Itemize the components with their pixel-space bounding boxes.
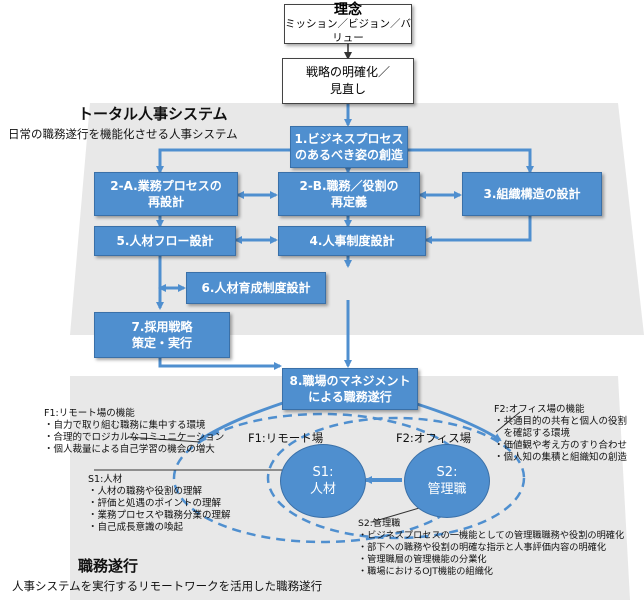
- box-3-line-1: 3.組織構造の設計: [483, 187, 581, 201]
- s2-note-line-3: ・部下への職務や役割の明確な指示と人事評価内容の明確化: [358, 542, 607, 553]
- hr-system-title: トータル人事システム: [78, 105, 228, 123]
- box-2b-role-redefinition: 2-B.職務／役割の 再定義: [278, 172, 420, 216]
- s1-note-line-5: ・自己成長意識の喚起: [88, 522, 184, 533]
- philosophy-sub: ミッション／ビジョン／バリュー: [285, 18, 411, 44]
- f2-note-line-2: ・共通目的の共有と個人の役割: [494, 416, 628, 427]
- box-2b-line-2: 再定義: [330, 195, 367, 209]
- s1-note-line-4: ・業務プロセスや職務分業の理解: [88, 510, 231, 521]
- box-5-talent-flow: 5.人材フロー設計: [94, 226, 236, 256]
- box-6-training-design: 6.人材育成制度設計: [186, 272, 326, 304]
- strategy-line-1: 戦略の明確化／: [305, 65, 390, 79]
- f1-label: F1:リモート場: [248, 431, 324, 445]
- box-1-line-1: 1.ビジネスプロセス: [294, 132, 404, 146]
- box-7-line-2: 策定・実行: [131, 336, 192, 350]
- hr-system-subtitle: 日常の職務遂行を機能化させる人事システム: [8, 127, 238, 141]
- f1-note-line-4: ・個人裁量による自己学習の機会の増大: [44, 444, 215, 455]
- box-2b-line-1: 2-B.職務／役割の: [299, 179, 399, 193]
- box-2a-line-1: 2-A.業務プロセスの: [110, 179, 222, 193]
- f2-note-line-4: ・価値観や考え方のすり合わせ: [494, 440, 628, 451]
- f1-note: F1:リモート場の機能 ・自力で取り組む職務に集中する環境 ・合理的でロジカルな…: [44, 408, 224, 456]
- box-4-hr-system-design: 4.人事制度設計: [278, 226, 426, 256]
- strategy-box: 戦略の明確化／ 見直し: [282, 58, 414, 104]
- box-5-line-1: 5.人材フロー設計: [116, 234, 214, 248]
- s2-note-line-2: ・ビジネスプロセスの一機能としての管理職職務や役割の明確化: [358, 530, 625, 541]
- arrow-b8-f1: [198, 398, 293, 442]
- job-execution-subtitle: 人事システムを実行するリモートワークを活用した職務遂行: [12, 579, 323, 593]
- arrow-b1-b2a: [156, 148, 290, 174]
- box-6-line-1: 6.人材育成制度設計: [201, 281, 311, 295]
- box-2a-line-2: 再設計: [147, 195, 184, 209]
- box-8-line-1: 8.職場のマネジメント: [289, 374, 411, 388]
- f2-label: F2:オフィス場: [396, 431, 472, 445]
- arrow-b1-b3: [408, 148, 534, 174]
- s1-note-line-1: S1:人材: [88, 474, 123, 485]
- s2-note-line-5: ・職場におけるOJT機能の組織化: [358, 566, 493, 577]
- f2-note-line-5: ・個人知の集積と組織知の創造: [494, 452, 628, 463]
- s2-note: S2:管理職 ・ビジネスプロセスの一機能としての管理職職務や役割の明確化 ・部下…: [358, 518, 624, 578]
- f2-note-leader: [495, 411, 521, 433]
- strategy-line-2: 見直し: [329, 82, 366, 96]
- box-7-line-1: 7.採用戦略: [131, 320, 193, 334]
- s2-note-line-1: S2:管理職: [358, 518, 401, 529]
- s1-note-line-2: ・人材の職務や役割の理解: [88, 486, 203, 497]
- box-1-business-process: 1.ビジネスプロセス のあるべき姿の創造: [290, 126, 408, 168]
- s1-note: S1:人材 ・人材の職務や役割の理解 ・評価と処遇のポイントの理解 ・業務プロセ…: [88, 474, 231, 534]
- box-7-recruitment: 7.採用戦略 策定・実行: [94, 312, 230, 358]
- philosophy-box: 理念 ミッション／ビジョン／バリュー: [284, 2, 412, 44]
- f2-note-line-3: を確認する環境: [494, 428, 571, 439]
- f2-office-ellipse: [266, 416, 526, 540]
- box-8-workplace-management: 8.職場のマネジメント による職務遂行: [282, 368, 418, 410]
- s2-manager-circle: S2: 管理職: [404, 444, 490, 518]
- s1-note-line-3: ・評価と処遇のポイントの理解: [88, 498, 222, 509]
- s1-line-1: S1:: [312, 465, 334, 480]
- box-8-line-2: による職務遂行: [308, 390, 392, 404]
- box-1-line-2: のあるべき姿の創造: [294, 148, 403, 162]
- philosophy-title: 理念: [334, 2, 362, 18]
- box-2a-process-redesign: 2-A.業務プロセスの 再設計: [94, 172, 238, 216]
- s2-line-2: 管理職: [427, 482, 467, 497]
- f1-note-line-3: ・合理的でロジカルなコミュニケーション: [44, 432, 225, 443]
- f2-note-line-1: F2:オフィス場の機能: [494, 404, 585, 415]
- f1-note-line-1: F1:リモート場の機能: [44, 408, 135, 419]
- f1-note-leader: [127, 436, 201, 443]
- s2-line-1: S2:: [436, 465, 458, 480]
- box-3-org-structure: 3.組織構造の設計: [462, 172, 602, 216]
- f2-note: F2:オフィス場の機能 ・共通目的の共有と個人の役割 を確認する環境 ・価値観や…: [494, 404, 627, 464]
- arrow-b3-b4: [424, 216, 532, 244]
- arrow-b7-b8: [158, 358, 282, 370]
- s1-talent-circle: S1: 人材: [280, 444, 366, 518]
- s2-note-leader: [371, 505, 427, 523]
- box-4-line-1: 4.人事制度設計: [309, 234, 395, 248]
- s2-note-line-4: ・管理職層の管理機能の分業化: [358, 554, 487, 565]
- job-execution-title: 職務遂行: [78, 557, 139, 575]
- f1-note-line-2: ・自力で取り組む職務に集中する環境: [44, 420, 206, 431]
- s1-line-2: 人材: [309, 482, 336, 497]
